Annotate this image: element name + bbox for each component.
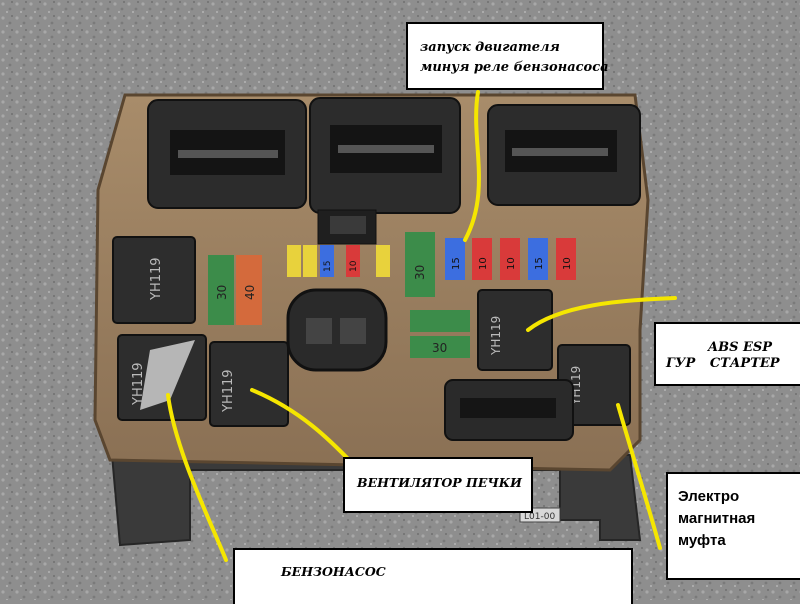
connector-left bbox=[147, 99, 307, 209]
callout-clutch-line2: магнитная bbox=[678, 510, 756, 527]
svg-text:40: 40 bbox=[243, 285, 257, 300]
pointer-clutch bbox=[616, 403, 662, 550]
callout-engine-start-line2: минуя реле бензонасоса bbox=[420, 60, 609, 75]
relay-abs: YH119 bbox=[477, 289, 553, 371]
callout-fuel-pump: БЕНЗОНАСОС bbox=[233, 548, 633, 604]
svg-text:YH119: YH119 bbox=[489, 316, 503, 356]
callout-heater-fan-text: ВЕНТИЛЯТОР ПЕЧКИ bbox=[357, 475, 522, 490]
svg-text:YH119: YH119 bbox=[221, 369, 236, 413]
callout-clutch-line1: Электро bbox=[678, 488, 740, 505]
pointer-heater bbox=[250, 388, 354, 465]
svg-text:10: 10 bbox=[478, 257, 489, 270]
fuse-block-left: 30 40 bbox=[208, 255, 262, 325]
svg-text:15: 15 bbox=[451, 257, 462, 270]
svg-text:10: 10 bbox=[562, 257, 573, 270]
callout-engine-start-line1: запуск двигателя bbox=[420, 40, 560, 55]
pointer-abs bbox=[526, 296, 677, 332]
connector-center bbox=[309, 97, 461, 214]
svg-text:YH119: YH119 bbox=[131, 362, 146, 406]
svg-text:YH119: YH119 bbox=[149, 257, 164, 301]
callout-abs-esp-line2: ГУР СТАРТЕР bbox=[666, 356, 780, 371]
pointer-lines bbox=[166, 90, 677, 562]
callout-abs-esp: ABS ESP ГУР СТАРТЕР bbox=[654, 322, 800, 386]
svg-text:30: 30 bbox=[413, 265, 427, 280]
lower-connector bbox=[444, 379, 574, 441]
callout-fuel-pump-text: БЕНЗОНАСОС bbox=[281, 564, 386, 579]
callout-clutch-line3: муфта bbox=[678, 532, 726, 549]
relay-top-left: YH119 bbox=[112, 236, 196, 324]
pointer-fuel-pump bbox=[166, 393, 228, 562]
board-label: L01-00 bbox=[524, 512, 555, 522]
round-connector bbox=[286, 288, 388, 372]
svg-text:30: 30 bbox=[432, 341, 447, 355]
svg-text:10: 10 bbox=[349, 260, 359, 272]
svg-text:10: 10 bbox=[506, 257, 517, 270]
pointer-engine-start bbox=[463, 90, 481, 242]
callout-engine-start: запуск двигателя минуя реле бензонасоса bbox=[406, 22, 609, 90]
svg-text:30: 30 bbox=[215, 285, 229, 300]
callout-abs-esp-line1: ABS ESP bbox=[708, 340, 773, 355]
fuse-maxi-pair: 30 bbox=[410, 310, 470, 358]
relay-bottom-left: YH119 bbox=[117, 334, 207, 421]
svg-text:15: 15 bbox=[534, 257, 545, 270]
callout-heater-fan: ВЕНТИЛЯТОР ПЕЧКИ bbox=[343, 457, 533, 513]
fuse-row-right: 15 10 10 15 10 bbox=[445, 238, 576, 280]
fuse-row-small: 15 10 bbox=[287, 245, 390, 277]
callout-clutch: Электро магнитная муфта bbox=[666, 472, 800, 580]
connector-right bbox=[487, 104, 641, 206]
fuse-block-center: 30 bbox=[405, 232, 435, 297]
relay-heater: YH119 bbox=[209, 341, 289, 427]
svg-text:15: 15 bbox=[323, 261, 333, 272]
